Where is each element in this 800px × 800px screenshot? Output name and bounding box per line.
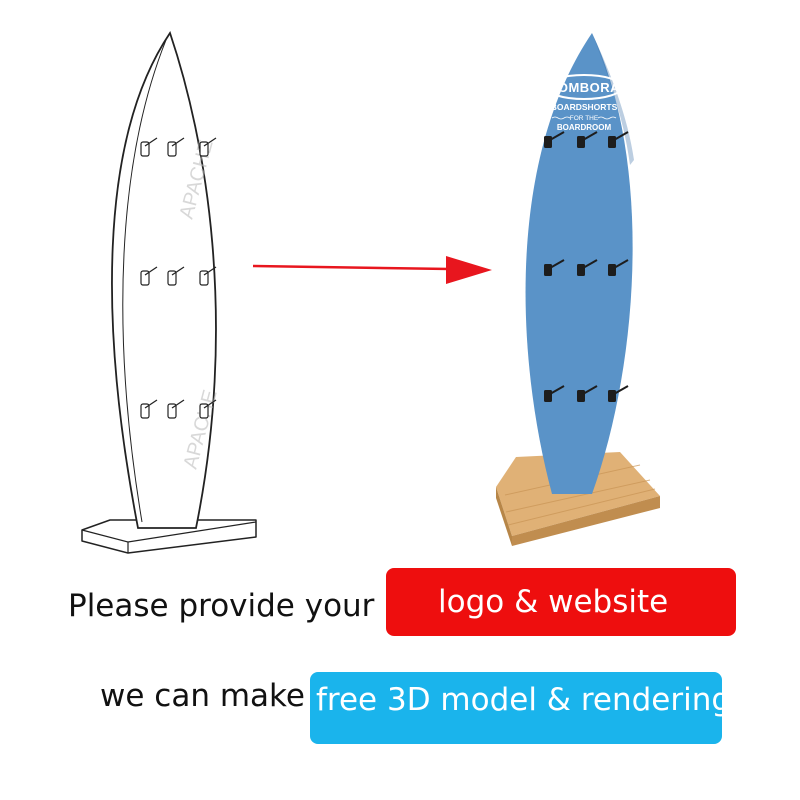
line-drawing-surfboard — [111, 30, 217, 529]
hook — [199, 266, 217, 286]
hook — [140, 266, 158, 286]
rendered-stand: BOMBORA BOARDSHORTS FOR THE BOARDROOM — [496, 33, 660, 546]
brand-tagline-1: BOARDSHORTS — [551, 102, 618, 112]
rendered-surfboard — [525, 33, 633, 494]
hook — [577, 385, 598, 402]
line-drawing-stand: APACHE APACHE — [81, 30, 257, 554]
hook — [199, 137, 217, 157]
illustration: APACHE APACHE BOMBORA BOARDSHORTS FOR TH… — [81, 30, 660, 554]
hook — [140, 137, 158, 157]
hook — [140, 399, 158, 419]
free-3d-model-highlight: free 3D model & rendering — [310, 672, 731, 744]
hook — [608, 259, 629, 276]
hook — [544, 385, 565, 402]
red-arrow — [252, 256, 492, 284]
hook — [544, 131, 565, 148]
arrow-shaft — [252, 264, 451, 271]
brand-tagline-2: FOR THE — [570, 115, 599, 122]
line-drawing-hooks — [140, 137, 217, 419]
hook — [544, 259, 565, 276]
rendered-hooks — [544, 131, 629, 402]
brand-logo-text: BOMBORA — [548, 80, 620, 95]
caption-line-2: we can make — [100, 678, 305, 714]
caption-line-1: Please provide your — [68, 588, 375, 624]
hook — [577, 259, 598, 276]
hook — [199, 399, 217, 419]
arrow-head — [446, 256, 492, 284]
hook — [608, 385, 629, 402]
hook — [167, 399, 185, 419]
hook — [167, 137, 185, 157]
hook — [577, 131, 598, 148]
hook — [608, 131, 629, 148]
brand-logo: BOMBORA BOARDSHORTS FOR THE BOARDROOM — [545, 74, 623, 132]
logo-website-highlight: logo & website — [386, 568, 736, 636]
hook — [167, 266, 185, 286]
brand-tagline-3: BOARDROOM — [557, 123, 612, 132]
